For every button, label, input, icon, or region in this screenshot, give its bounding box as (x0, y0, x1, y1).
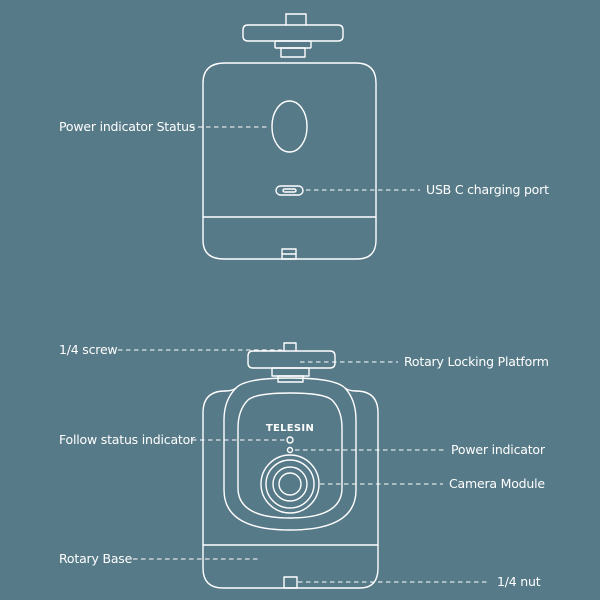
back-mount-plate (242, 24, 344, 42)
label-usb-c-charging-port: USB C charging port (426, 182, 549, 197)
label-follow-status-indicator: Follow status indicator (59, 432, 195, 447)
rotary-head-shell (223, 377, 357, 531)
rotary-locking-platform (247, 350, 336, 369)
label-quarter-inch-nut: 1/4 nut (497, 574, 541, 589)
rotary-head-front-panel (237, 392, 343, 519)
power-indicator-dot (286, 446, 294, 454)
camera-lens (272, 466, 308, 502)
label-rotary-base: Rotary Base (59, 551, 133, 566)
usb-c-port (275, 185, 304, 196)
power-indicator-status-oval (271, 100, 308, 153)
label-power-indicator: Power indicator (451, 442, 545, 457)
label-quarter-inch-screw: 1/4 screw (59, 342, 118, 357)
camera-module-outer-ring (260, 454, 320, 514)
device-front-view (202, 342, 379, 589)
follow-status-indicator-dot (286, 436, 294, 444)
back-screw (285, 13, 307, 26)
label-camera-module: Camera Module (449, 476, 545, 491)
label-power-indicator-status: Power indicator Status (59, 119, 196, 134)
label-rotary-locking-platform: Rotary Locking Platform (404, 354, 549, 369)
back-body (202, 62, 377, 260)
front-nut (283, 576, 298, 589)
front-screw (283, 342, 297, 352)
brand-logo: TELESIN (266, 423, 314, 434)
device-back-view (202, 13, 377, 260)
